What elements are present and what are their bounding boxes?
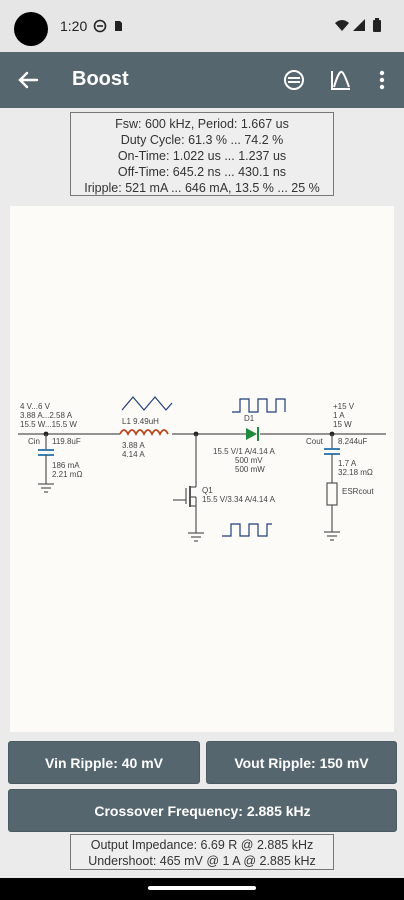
info-fsw: Fsw: 600 kHz, Period: 1.667 us (115, 117, 289, 131)
back-arrow-icon[interactable] (12, 64, 44, 96)
diode-current-waveform (232, 398, 286, 413)
q1-label: Q1 (202, 486, 213, 495)
input-voltage: 4 V...6 V (20, 402, 51, 411)
crossover-frequency-button[interactable]: Crossover Frequency: 2.885 kHz (8, 789, 397, 832)
signal-icon (353, 19, 365, 31)
cin-capacitor (38, 434, 54, 493)
impedance-info-box: Output Impedance: 6.69 R @ 2.885 kHz Und… (70, 834, 334, 870)
cout-capacitor (324, 434, 340, 541)
esr-cout-label: ESRcout (342, 487, 374, 496)
cout-label: Cout (306, 437, 324, 446)
status-time: 1:20 (60, 18, 88, 34)
status-bar: 1:20 (0, 0, 404, 52)
vout-ripple-button[interactable]: Vout Ripple: 150 mV (206, 741, 397, 784)
battery-icon (373, 18, 381, 32)
cout-value: 8.244uF (338, 437, 367, 446)
dnd-icon (93, 19, 107, 33)
l1-current-2: 4.14 A (122, 450, 145, 459)
app-bar: Boost (0, 52, 404, 108)
more-options-icon[interactable] (366, 64, 398, 96)
cout-esr: 32.18 mΩ (338, 468, 373, 477)
input-power: 15.5 W...15.5 W (20, 420, 77, 429)
cin-current: 186 mA (52, 461, 80, 470)
cout-current: 1.7 A (338, 459, 357, 468)
undershoot: Undershoot: 465 mV @ 1 A @ 2.885 kHz (88, 854, 316, 868)
info-off-time: Off-Time: 645.2 ns ... 430.1 ns (117, 165, 287, 179)
q1-mosfet (173, 434, 204, 542)
timing-info-box: Fsw: 600 kHz, Period: 1.667 us Duty Cycl… (70, 112, 334, 196)
q1-rating: 15.5 V/3.34 A/4.14 A (202, 495, 276, 504)
input-current: 3.88 A...2.58 A (20, 411, 73, 420)
boost-schematic: 4 V...6 V 3.88 A...2.58 A 15.5 W...15.5 … (18, 396, 386, 542)
bode-plot-icon[interactable] (325, 64, 357, 96)
wifi-icon (335, 20, 349, 31)
schematic-panel: 4 V...6 V 3.88 A...2.58 A 15.5 W...15.5 … (10, 206, 394, 732)
cin-label: Cin (28, 437, 40, 446)
l1-label: L1 9.49uH (122, 417, 159, 426)
output-impedance: Output Impedance: 6.69 R @ 2.885 kHz (90, 838, 314, 852)
l1-current-1: 3.88 A (122, 441, 145, 450)
d1-voltage: 500 mV (235, 456, 263, 465)
info-iripple: Iripple: 521 mA ... 646 mA, 13.5 % ... 2… (84, 181, 320, 195)
info-duty-cycle: Duty Cycle: 61.3 % ... 74.2 % (120, 133, 284, 147)
switch-voltage-waveform (222, 523, 272, 537)
output-current: 1 A (333, 411, 345, 420)
cin-esr: 2.21 mΩ (52, 470, 82, 479)
vin-ripple-button[interactable]: Vin Ripple: 40 mV (8, 741, 200, 784)
home-indicator[interactable] (148, 886, 256, 890)
d1-label: D1 (244, 414, 255, 423)
d1-power: 500 mW (235, 465, 265, 474)
camera-cutout (14, 12, 48, 46)
l1-inductor (119, 429, 169, 437)
page-title: Boost (72, 68, 129, 90)
output-voltage: +15 V (333, 402, 355, 411)
d1-rating: 15.5 V/1 A/4.14 A (213, 447, 275, 456)
sim-card-icon (115, 21, 122, 31)
inductor-current-waveform (121, 396, 173, 411)
minus-circle-icon[interactable] (278, 64, 310, 96)
info-on-time: On-Time: 1.022 us ... 1.237 us (117, 149, 287, 163)
output-power: 15 W (333, 420, 352, 429)
d1-diode (240, 427, 259, 441)
cin-value: 119.8uF (52, 437, 81, 446)
